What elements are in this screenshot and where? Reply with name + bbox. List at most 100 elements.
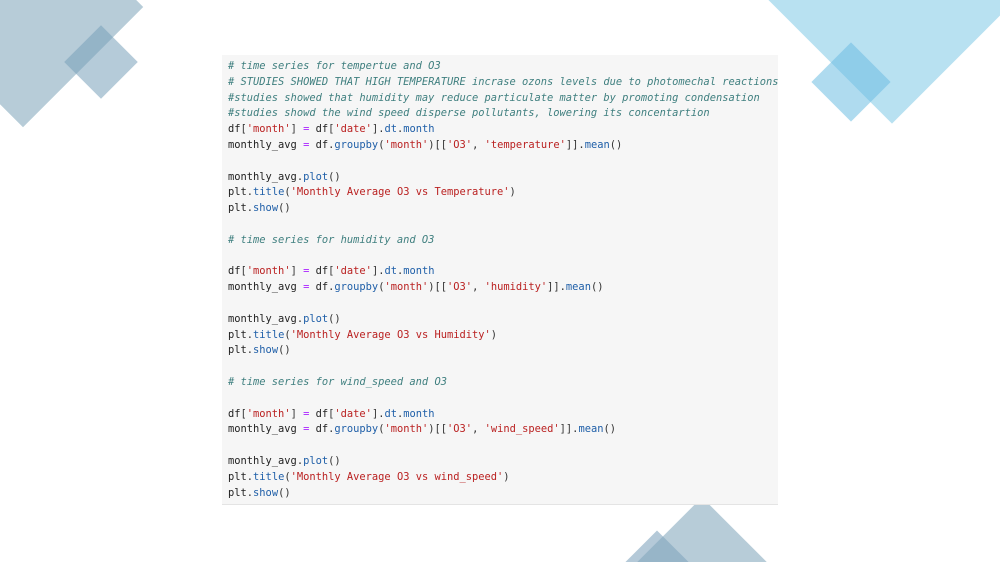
code-line: df['month'] = df['date'].dt.month: [228, 407, 778, 423]
code-token-name: df: [309, 281, 329, 294]
code-token-attr: show: [253, 344, 279, 357]
code-token-string: 'O3': [447, 423, 473, 436]
code-token-name: monthly_avg: [228, 312, 297, 325]
code-token-name: df: [309, 423, 329, 436]
code-token-name: df: [309, 407, 329, 420]
code-token-name: df: [309, 138, 329, 151]
code-line: monthly_avg = df.groupby('month')[['O3',…: [228, 422, 778, 438]
code-token-punct: )[[: [428, 138, 448, 151]
code-token-punct: ): [503, 470, 510, 483]
code-token-punct: (): [590, 281, 604, 294]
code-token-punct: [: [240, 407, 247, 420]
code-token-string: 'Monthly Average O3 vs wind_speed': [290, 470, 504, 483]
code-token-name: plt: [228, 202, 247, 215]
code-token-attr: dt: [384, 265, 397, 278]
code-token-punct: .: [328, 281, 335, 294]
code-token-string: 'month': [384, 423, 429, 436]
code-line: df['month'] = df['date'].dt.month: [228, 264, 778, 280]
code-token-punct: .: [396, 123, 404, 136]
code-token-attr: title: [253, 328, 285, 341]
code-token-punct: (): [328, 170, 341, 183]
code-line: # time series for humidity and O3: [228, 233, 778, 249]
code-token-attr: month: [403, 123, 435, 136]
code-token-punct: .: [296, 454, 304, 467]
code-token-string: 'O3': [447, 138, 473, 151]
code-token-op: =: [303, 407, 310, 420]
code-token-punct: (: [284, 186, 291, 199]
code-line: [228, 249, 778, 265]
code-token-punct: (): [328, 312, 341, 325]
code-token-attr: plot: [303, 170, 329, 183]
code-token-punct: ): [509, 186, 516, 199]
code-token-attr: month: [403, 265, 435, 278]
code-token-punct: .: [396, 265, 404, 278]
code-token-name: monthly_avg: [228, 138, 304, 151]
code-token-comment: #studies showd the wind speed disperse p…: [228, 107, 710, 120]
code-token-punct: (): [609, 138, 623, 151]
code-token-string: 'Monthly Average O3 vs Humidity': [290, 328, 491, 341]
code-token-string: 'date': [334, 265, 372, 278]
code-token-attr: show: [253, 486, 279, 499]
code-token-punct: (: [378, 138, 385, 151]
code-token-attr: show: [253, 202, 279, 215]
code-token-punct: ]: [290, 407, 304, 420]
code-token-punct: (): [278, 486, 291, 499]
code-token-attr: month: [403, 407, 435, 420]
code-token-attr: dt: [384, 407, 397, 420]
code-token-punct: (): [603, 423, 616, 436]
code-token-attr: title: [253, 470, 285, 483]
code-token-punct: .: [246, 328, 254, 341]
code-token-string: 'humidity': [484, 281, 548, 294]
code-token-string: 'month': [246, 407, 291, 420]
code-token-punct: [: [328, 407, 335, 420]
code-token-string: 'date': [334, 407, 372, 420]
code-line: plt.show(): [228, 486, 778, 502]
code-token-op: =: [303, 138, 310, 151]
code-cell[interactable]: # time series for tempertue and O3# STUD…: [222, 55, 779, 505]
code-token-attr: mean: [565, 281, 591, 294]
code-line: monthly_avg = df.groupby('month')[['O3',…: [228, 138, 778, 154]
code-token-attr: dt: [384, 123, 397, 136]
code-token-comment: #studies showed that humidity may reduce…: [228, 91, 760, 104]
code-token-op: =: [303, 423, 310, 436]
code-token-punct: .: [246, 344, 254, 357]
code-token-attr: mean: [578, 423, 604, 436]
code-token-attr: mean: [584, 138, 610, 151]
code-token-name: df: [228, 407, 241, 420]
code-token-op: =: [303, 123, 310, 136]
code-token-punct: .: [328, 423, 335, 436]
code-token-name: df: [228, 265, 241, 278]
code-line: monthly_avg = df.groupby('month')[['O3',…: [228, 280, 778, 296]
code-token-name: monthly_avg: [228, 454, 297, 467]
code-line: monthly_avg.plot(): [228, 170, 778, 186]
code-token-punct: [: [328, 123, 335, 136]
code-token-punct: )[[: [428, 281, 448, 294]
code-token-string: 'temperature': [484, 138, 566, 151]
code-token-name: df: [309, 265, 329, 278]
code-line: plt.title('Monthly Average O3 vs Tempera…: [228, 185, 778, 201]
code-token-name: monthly_avg: [228, 423, 304, 436]
code-token-attr: title: [253, 186, 285, 199]
code-line: [228, 438, 778, 454]
code-token-string: 'O3': [447, 281, 473, 294]
code-token-punct: .: [246, 486, 254, 499]
code-token-string: 'month': [384, 138, 429, 151]
code-token-punct: (): [278, 202, 291, 215]
code-token-string: 'Monthly Average O3 vs Temperature': [290, 186, 510, 199]
code-token-punct: .: [246, 186, 254, 199]
code-line: plt.show(): [228, 343, 778, 359]
code-token-punct: ]: [290, 123, 304, 136]
code-token-comment: # time series for humidity and O3: [228, 233, 435, 246]
code-line: monthly_avg.plot(): [228, 312, 778, 328]
code-token-name: df: [309, 123, 329, 136]
code-line: # time series for tempertue and O3: [228, 59, 778, 75]
code-token-comment: # STUDIES SHOWED THAT HIGH TEMPERATURE i…: [228, 75, 779, 88]
code-line: df['month'] = df['date'].dt.month: [228, 122, 778, 138]
code-token-name: monthly_avg: [228, 281, 304, 294]
code-token-punct: ].: [371, 123, 385, 136]
code-token-punct: ].: [371, 407, 385, 420]
code-token-attr: plot: [303, 312, 329, 325]
code-token-punct: ]].: [547, 281, 566, 294]
code-token-name: plt: [228, 344, 247, 357]
code-token-punct: (: [378, 423, 385, 436]
